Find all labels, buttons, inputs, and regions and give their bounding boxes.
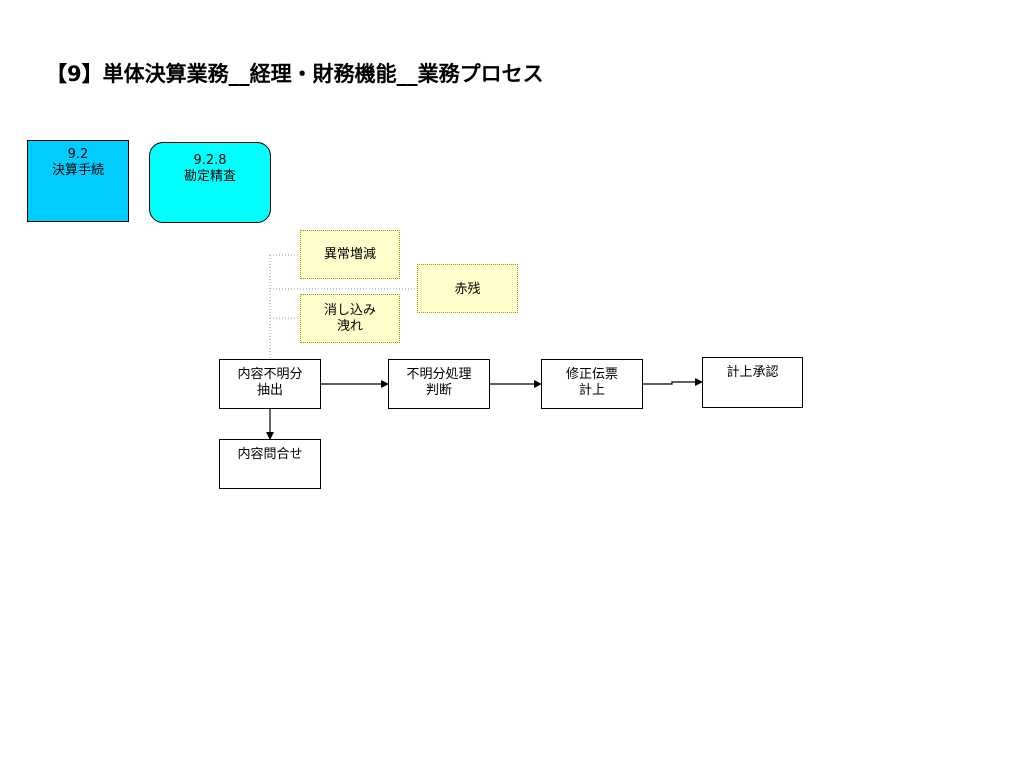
subcategory-label: 勘定精査 [183, 169, 236, 184]
note-label-line1: 消し込み [323, 303, 376, 318]
step-label: 内容問合せ [237, 447, 303, 462]
subcategory-number: 9.2.8 [193, 153, 227, 168]
step-posting-approval: 計上承認 [702, 357, 803, 408]
step-label-line2: 抽出 [256, 383, 283, 398]
category-label: 決算手続 [51, 163, 104, 178]
note-label: 異常増減 [323, 247, 376, 262]
note-label-line2: 洩れ [336, 319, 363, 334]
step-inquiry: 内容問合せ [219, 439, 321, 489]
category-9-2: 9.2 決算手続 [27, 140, 129, 222]
step-label-line1: 内容不明分 [237, 367, 303, 382]
note-abnormal-change: 異常増減 [300, 230, 400, 279]
arrow-correct-to-approve [643, 378, 703, 386]
step-label-line1: 修正伝票 [565, 367, 618, 382]
note-red-balance: 赤残 [417, 264, 518, 313]
category-9-2-8: 9.2.8 勘定精査 [149, 142, 271, 223]
page-title: 【9】単体決算業務__経理・財務機能__業務プロセス [46, 62, 544, 86]
step-label-line1: 不明分処理 [406, 367, 472, 382]
step-label-line2: 計上 [578, 383, 605, 398]
step-extract-unknown: 内容不明分 抽出 [219, 359, 321, 409]
step-label-line2: 判断 [425, 383, 452, 398]
step-judge-unknown: 不明分処理 判断 [388, 359, 490, 409]
category-number: 9.2 [67, 147, 89, 162]
note-clearing-omission: 消し込み 洩れ [300, 294, 400, 343]
note-label: 赤残 [454, 282, 481, 297]
step-label: 計上承認 [726, 365, 779, 380]
step-correction-slip: 修正伝票 計上 [541, 359, 643, 409]
